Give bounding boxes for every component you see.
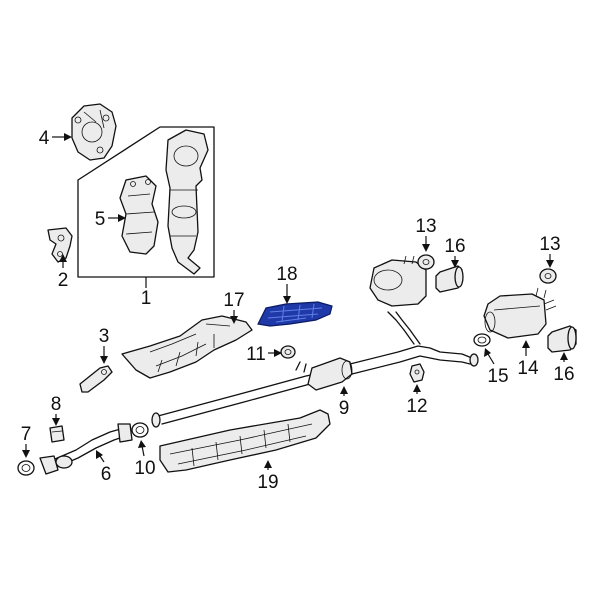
callout-4[interactable]: 4 bbox=[39, 128, 50, 149]
part-6-front-pipe[interactable] bbox=[39, 423, 133, 475]
callout-13-right[interactable]: 13 bbox=[539, 234, 560, 255]
part-12-rubber-hanger[interactable] bbox=[409, 363, 425, 383]
part-16-exhaust-tip-right[interactable] bbox=[547, 325, 577, 353]
callout-labels: 1 2 3 4 5 6 7 8 9 10 11 12 13 13 14 15 1… bbox=[21, 128, 575, 493]
part-1-catalytic-converter-assembly[interactable] bbox=[165, 129, 209, 275]
callout-3[interactable]: 3 bbox=[99, 326, 110, 347]
callout-9[interactable]: 9 bbox=[339, 398, 350, 419]
part-15-gasket[interactable] bbox=[473, 333, 491, 347]
part-4-manifold-heat-shield[interactable] bbox=[71, 103, 117, 161]
callout-5[interactable]: 5 bbox=[95, 209, 106, 230]
leader-lines bbox=[22, 133, 568, 470]
callout-11[interactable]: 11 bbox=[246, 344, 266, 365]
part-13-rubber-hanger-right[interactable] bbox=[539, 268, 557, 284]
callout-16-right[interactable]: 16 bbox=[553, 364, 574, 385]
part-7-gasket[interactable] bbox=[17, 460, 35, 476]
part-14-rear-muffler[interactable] bbox=[483, 287, 557, 339]
part-8-nut[interactable] bbox=[49, 425, 65, 443]
part-11-rubber-hanger[interactable] bbox=[280, 345, 296, 359]
callout-8[interactable]: 8 bbox=[51, 394, 62, 415]
part-10-gasket[interactable] bbox=[131, 422, 149, 438]
part-9-center-pipe-resonator[interactable] bbox=[151, 311, 479, 428]
part-2-bracket[interactable] bbox=[47, 227, 73, 263]
callout-13-left[interactable]: 13 bbox=[415, 216, 436, 237]
callout-2[interactable]: 2 bbox=[58, 270, 69, 291]
part-18-heat-shield-highlighted[interactable] bbox=[257, 301, 333, 327]
part-5-front-catalytic-converter[interactable] bbox=[119, 175, 159, 255]
part-16-exhaust-tip-left[interactable] bbox=[435, 265, 464, 293]
part-13-rubber-hanger-left[interactable] bbox=[417, 254, 435, 270]
callout-15[interactable]: 15 bbox=[487, 366, 508, 387]
rear-muffler-left[interactable] bbox=[369, 255, 427, 307]
part-17-heat-shield-front[interactable] bbox=[121, 315, 253, 379]
callout-12[interactable]: 12 bbox=[406, 396, 427, 417]
catalytic-converter-group-box bbox=[77, 126, 215, 288]
callout-14[interactable]: 14 bbox=[517, 358, 539, 379]
part-19-floor-heat-shield[interactable] bbox=[159, 409, 331, 473]
callout-7[interactable]: 7 bbox=[21, 424, 32, 445]
callout-10[interactable]: 10 bbox=[134, 458, 155, 479]
callout-1[interactable]: 1 bbox=[141, 288, 152, 309]
callout-6[interactable]: 6 bbox=[101, 464, 112, 485]
callout-18[interactable]: 18 bbox=[276, 264, 297, 285]
part-3-hanger-bracket[interactable] bbox=[79, 365, 113, 393]
callout-16-left[interactable]: 16 bbox=[444, 236, 465, 257]
callout-19[interactable]: 19 bbox=[257, 472, 278, 493]
callout-17[interactable]: 17 bbox=[223, 290, 244, 311]
